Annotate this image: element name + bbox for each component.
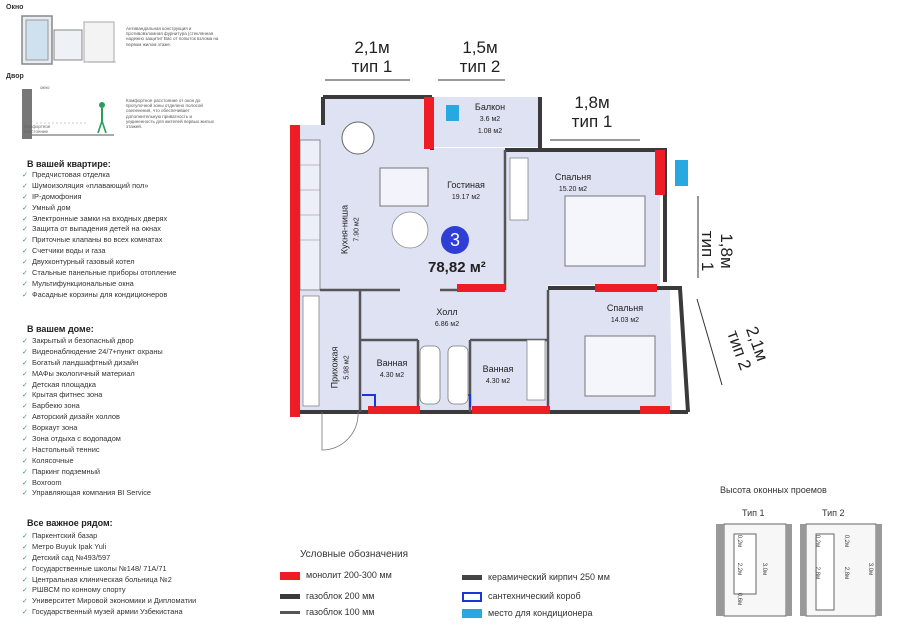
window-illustration xyxy=(21,15,116,65)
list-item: ✓Крытая фитнес зона xyxy=(22,390,103,400)
window-type-2-dim-top-right: 0,2м xyxy=(843,534,850,548)
window-type-2-label: Тип 2 xyxy=(822,508,845,518)
window-note-title: Окно xyxy=(6,4,24,11)
list-item: ✓Закрытый и безопасный двор xyxy=(22,336,134,345)
window-type-2-total: 3.0м xyxy=(867,562,874,576)
legend-swatch-ac xyxy=(462,609,482,618)
list-item: ✓Шумоизоляция «плавающий пол» xyxy=(22,180,149,190)
list-item: ✓Паркентский базар xyxy=(22,531,98,540)
legend-label: монолит 200-300 мм xyxy=(306,570,392,580)
window-type-1-label: Тип 1 xyxy=(742,508,765,518)
window-type-2-dim-main-right: 2,8м xyxy=(843,566,850,580)
list-item: ✓Детская площадка xyxy=(22,379,96,389)
list-item: ✓МАФы экологичный материал xyxy=(22,368,135,378)
door-note-text: Комфортное расстояние от окон до прогуло… xyxy=(126,98,215,130)
list-item: ✓Колясочные xyxy=(22,455,74,465)
legend-swatch-gasblock-200 xyxy=(280,594,300,599)
window-type-1-total: 3.0м xyxy=(761,562,768,576)
list-item: ✓Фасадные корзины для кондиционеров xyxy=(22,289,168,299)
list-item: ✓Воркаут зона xyxy=(22,423,78,433)
window-type-1-dim-bottom: 0,6м xyxy=(736,592,743,606)
apartment-features: ✓Предчистовая отделка ✓Шумоизоляция «пла… xyxy=(22,170,176,301)
window-type-2-dim-top: 0,2м xyxy=(814,534,821,548)
window-note-text: Антивандальная конструкция и противовзло… xyxy=(126,26,219,47)
legend-label: газоблок 200 мм xyxy=(306,591,375,601)
window-type-1-dim-middle: 2,2м xyxy=(736,562,743,576)
yard-distance-label: Комфортное расстояние xyxy=(24,124,51,134)
list-item: ✓Университет Мировой экономики и Диплома… xyxy=(22,596,197,606)
list-item: ✓Boxroom xyxy=(22,477,62,487)
legend-swatch-sanitary xyxy=(462,592,482,602)
list-item: ✓Счетчики воды и газа xyxy=(22,246,106,256)
list-item: ✓Авторский дизайн холлов xyxy=(22,412,120,422)
yard-window-label: окно xyxy=(40,85,50,90)
window-type-2-dim-main: 2,8м xyxy=(814,566,821,580)
window-heights-diagram xyxy=(716,523,882,617)
legend-label: газоблок 100 мм xyxy=(306,607,375,617)
house-heading: В вашем доме: xyxy=(27,324,94,334)
list-item: ✓Умный дом xyxy=(22,202,71,212)
window-heights-title: Высота оконных проемов xyxy=(720,485,827,495)
legend-title: Условные обозначения xyxy=(300,549,409,560)
list-item: ✓Защита от выпадения детей на окнах xyxy=(22,224,161,234)
list-item: ✓Настольный теннис xyxy=(22,444,100,454)
legend-label: место для кондиционера xyxy=(488,608,593,618)
legend-swatch-brick xyxy=(462,575,482,580)
list-item: ✓Двухконтурный газовый котел xyxy=(22,257,135,267)
door-note-title: Двор xyxy=(6,73,24,80)
nearby-heading: Все важное рядом: xyxy=(27,518,113,528)
list-item: ✓РШВСМ по конному спорту xyxy=(22,585,126,595)
list-item: ✓Управляющая компания BI Service xyxy=(22,488,152,498)
list-item: ✓Государственный музей армии Узбекистана xyxy=(22,607,183,617)
window-type-1-dim-top: 0,2м xyxy=(736,534,743,548)
unit-total-area: 78,82 м² xyxy=(428,259,486,276)
list-item: ✓Барбекю зона xyxy=(22,401,80,411)
list-item: ✓Государственные школы №148/ 71А/71 xyxy=(22,563,167,573)
list-item: ✓Приточные клапаны во всех комнатах xyxy=(22,235,163,245)
list-item: ✓Мультифункциональные окна xyxy=(22,278,134,288)
list-item: ✓Богатый ландшафтный дизайн xyxy=(22,357,139,367)
list-item: ✓Детский сад №493/597 xyxy=(22,552,111,562)
room-count-badge: 3 xyxy=(441,226,469,254)
nearby-features: ✓Паркентский базар ✓Метро Buyuk Ipak Yul… xyxy=(22,531,196,618)
legend-swatch-gasblock-100 xyxy=(280,611,300,614)
list-item: ✓Метро Buyuk Ipak Yuli xyxy=(22,541,107,551)
legend-swatch-monolith xyxy=(280,572,300,580)
legend-label: керамический кирпич 250 мм xyxy=(488,572,610,582)
list-item: ✓Зона отдыха с водопадом xyxy=(22,434,121,444)
house-features: ✓Закрытый и безопасный двор ✓Видеонаблюд… xyxy=(22,336,163,499)
list-item: ✓Паркинг подземный xyxy=(22,466,101,476)
list-item: ✓Предчистовая отделка xyxy=(22,170,110,179)
list-item: ✓Видеонаблюдение 24/7+пункт охраны xyxy=(22,346,163,356)
list-item: ✓IP-домофония xyxy=(22,191,82,201)
list-item: ✓Электронные замки на входных дверях xyxy=(22,213,168,223)
list-item: ✓Стальные панельные приборы отопление xyxy=(22,268,177,278)
apartment-heading: В вашей квартире: xyxy=(27,159,111,169)
list-item: ✓Центральная клиническая больница №2 xyxy=(22,574,172,584)
yard-illustration xyxy=(22,89,114,139)
legend-label: сантехнический короб xyxy=(488,591,581,601)
